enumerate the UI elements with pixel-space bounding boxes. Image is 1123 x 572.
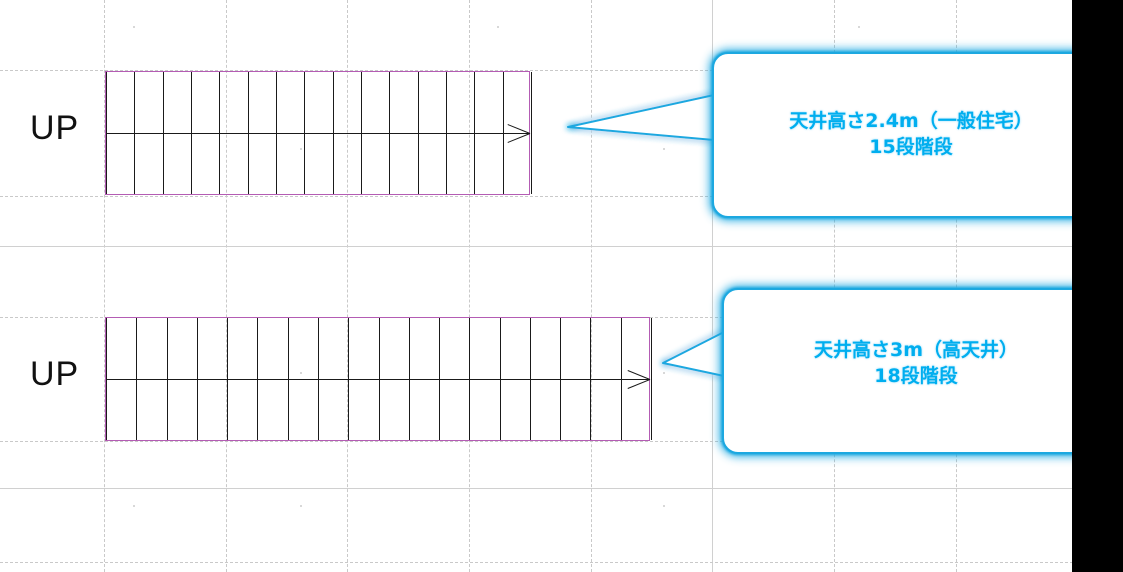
stair-plan-lower: [105, 317, 652, 441]
grid-dot: [497, 26, 499, 28]
grid-line-vertical: [591, 0, 592, 572]
up-direction-label: UP: [30, 109, 80, 147]
stair-plan-upper: [105, 71, 532, 195]
grid-dot: [133, 26, 135, 28]
callout-box: [712, 52, 1110, 218]
stair-centre-line: [106, 379, 649, 380]
grid-dot: [300, 148, 302, 150]
grid-line-horizontal: [0, 246, 1123, 247]
grid-line-horizontal: [0, 196, 1123, 197]
grid-dot: [300, 505, 302, 507]
grid-line-horizontal: [0, 488, 1123, 489]
grid-line-horizontal: [0, 441, 1123, 442]
grid-dot: [133, 505, 135, 507]
grid-line-vertical: [226, 0, 227, 572]
grid-dot: [300, 372, 302, 374]
grid-dot: [663, 505, 665, 507]
callout-text: 天井高さ2.4m（一般住宅） 15段階段: [712, 108, 1110, 160]
grid-dot: [663, 372, 665, 374]
stair-riser-line: [531, 72, 532, 194]
grid-dot: [663, 148, 665, 150]
grid-line-horizontal: [0, 562, 1123, 563]
grid-line-vertical: [347, 0, 348, 572]
grid-line-vertical: [956, 0, 957, 572]
grid-line-vertical: [712, 0, 713, 572]
grid-line-vertical: [834, 0, 835, 572]
callout-line-2: 18段階段: [874, 365, 958, 387]
grid-dot: [858, 26, 860, 28]
stair-riser-line: [651, 318, 652, 440]
callout-box: [722, 288, 1110, 454]
callout-text: 天井高さ3m（高天井） 18段階段: [722, 337, 1110, 389]
right-black-strip: [1072, 0, 1123, 572]
grid-line-vertical: [469, 0, 470, 572]
callout-line-1: 天井高さ2.4m（一般住宅）: [789, 110, 1033, 132]
callout-line-1: 天井高さ3m（高天井）: [813, 339, 1019, 361]
grid-line-vertical: [104, 0, 105, 572]
grid-line-horizontal: [0, 70, 1123, 71]
stair-centre-line: [106, 133, 529, 134]
up-direction-label: UP: [30, 355, 80, 393]
callout-line-2: 15段階段: [869, 136, 953, 158]
